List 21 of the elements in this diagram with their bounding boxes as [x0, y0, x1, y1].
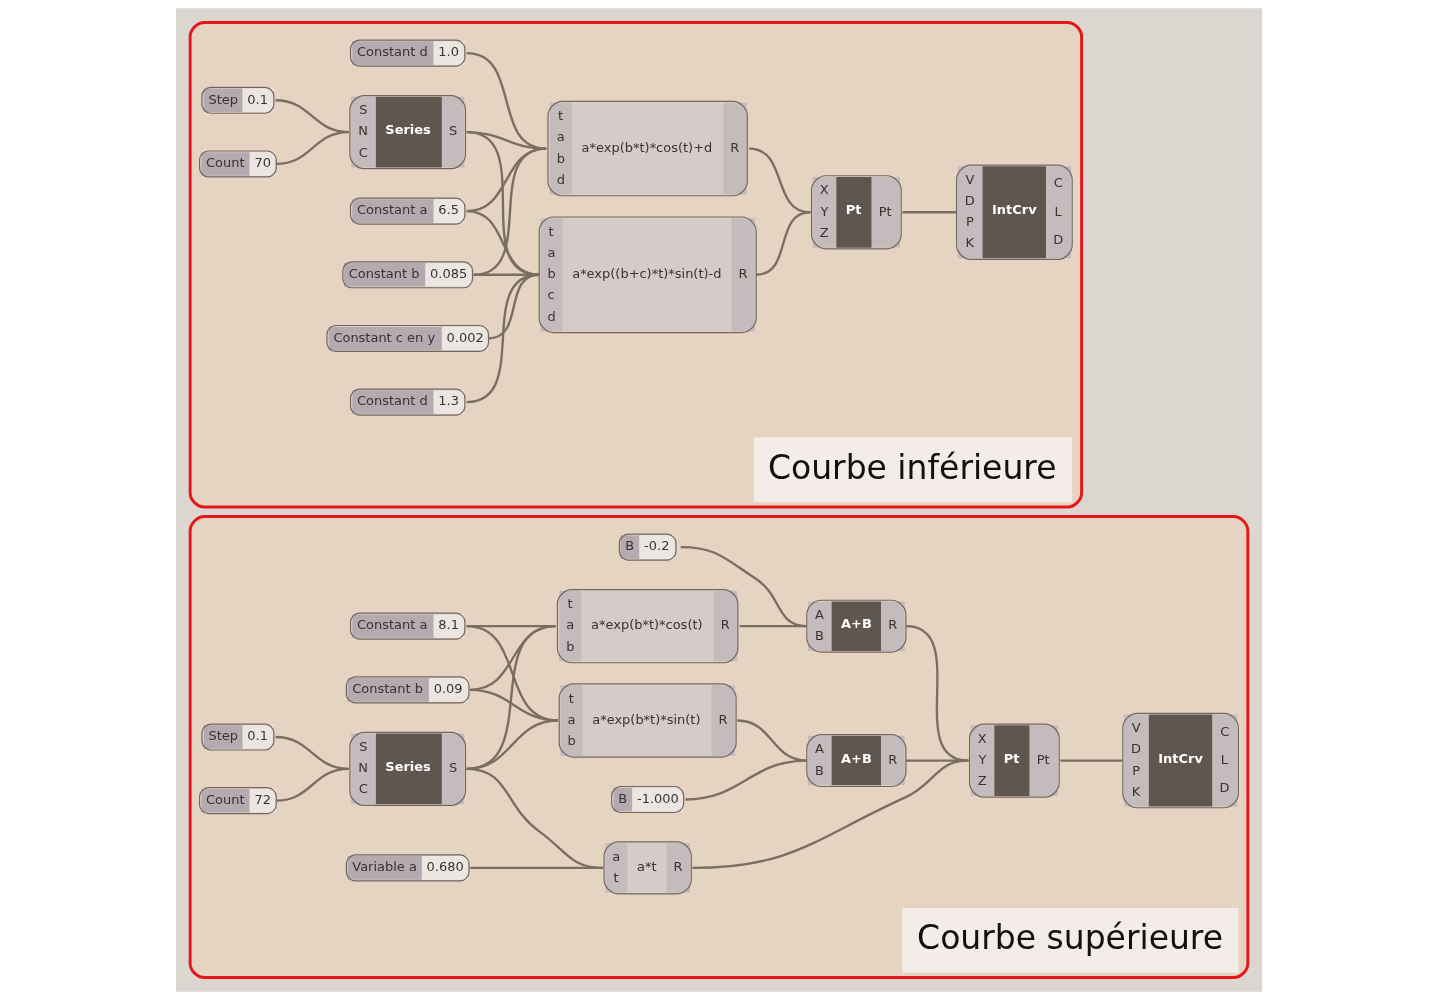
connector: [901, 211, 957, 214]
connector: [680, 546, 807, 628]
connector: [465, 625, 556, 770]
connector: [466, 625, 558, 722]
connector: [275, 130, 349, 166]
connector: [684, 759, 807, 801]
connector: [466, 767, 603, 870]
connector: [466, 719, 558, 771]
connector: [1059, 759, 1123, 762]
connector: [755, 211, 811, 276]
connector: [736, 719, 807, 762]
connector: [466, 51, 546, 150]
connector: [469, 625, 556, 691]
connector: [691, 759, 968, 870]
connector: [465, 130, 539, 276]
connector: [275, 735, 349, 771]
connector: [905, 625, 969, 762]
connector: [469, 688, 558, 722]
connector: [275, 767, 349, 802]
connector: [905, 759, 968, 762]
connector: [465, 273, 539, 404]
